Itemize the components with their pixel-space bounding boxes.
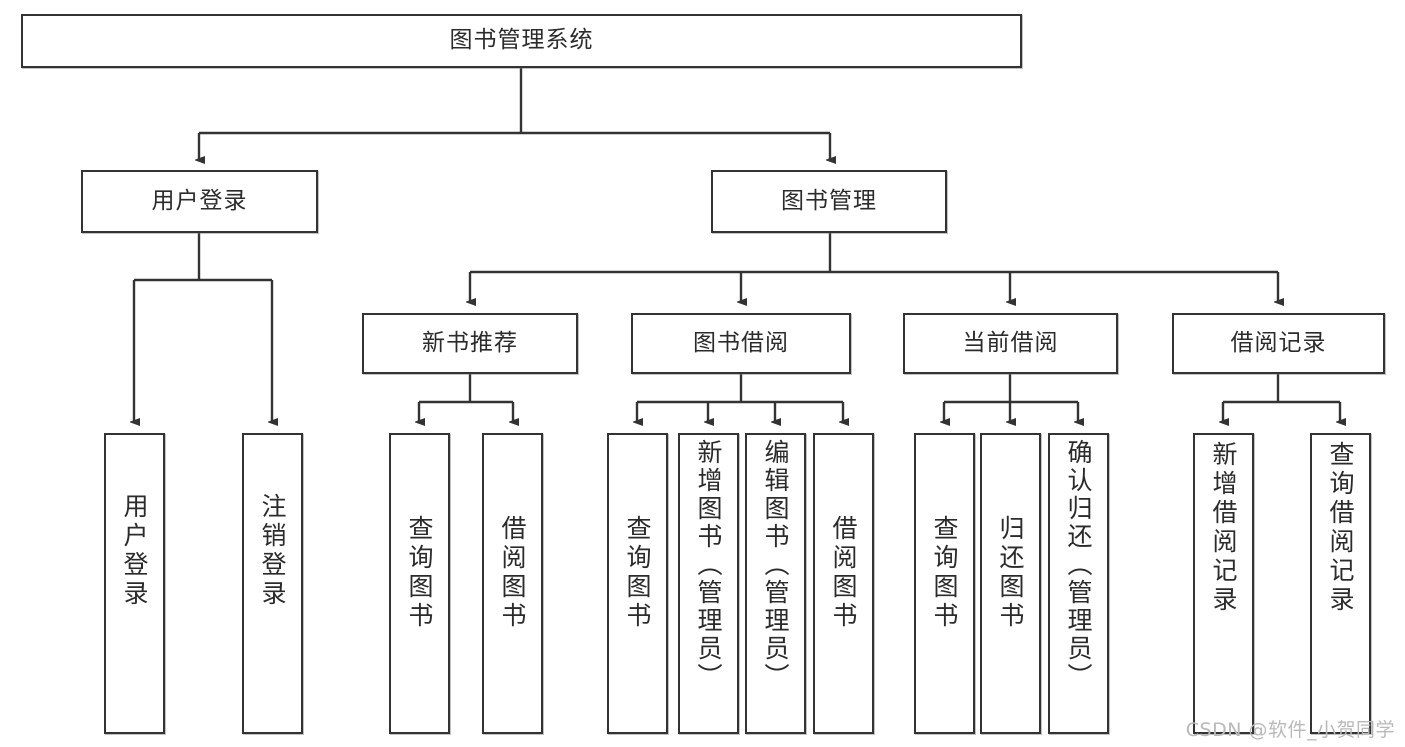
node-user-login[interactable]: 用户登录 bbox=[81, 170, 318, 233]
node-label: 新增借阅记录 bbox=[1209, 441, 1238, 615]
leaf-query-books-current[interactable]: 查询图书 bbox=[914, 433, 975, 734]
node-label: 借阅记录 bbox=[1230, 329, 1327, 356]
node-label: 当前借阅 bbox=[962, 329, 1059, 356]
leaf-add-book-admin[interactable]: 新增图书（管理员） bbox=[678, 433, 739, 734]
node-current-borrowing[interactable]: 当前借阅 bbox=[903, 313, 1118, 374]
leaf-query-books-newbook[interactable]: 查询图书 bbox=[389, 433, 450, 734]
leaf-return-books[interactable]: 归还图书 bbox=[980, 433, 1041, 734]
node-label: 图书管理 bbox=[781, 187, 877, 214]
node-label: 新增图书（管理员） bbox=[694, 439, 723, 691]
node-label: 图书管理系统 bbox=[449, 27, 594, 54]
node-label: 编辑图书（管理员） bbox=[761, 439, 790, 691]
node-book-management[interactable]: 图书管理 bbox=[711, 170, 947, 233]
leaf-query-books-borrowing[interactable]: 查询图书 bbox=[607, 433, 668, 734]
leaf-logout[interactable]: 注销登录 bbox=[242, 433, 303, 734]
node-label: 确认归还（管理员） bbox=[1064, 439, 1093, 691]
node-label: 新书推荐 bbox=[422, 329, 518, 356]
node-label: 归还图书 bbox=[996, 515, 1025, 631]
node-label: 借阅图书 bbox=[829, 515, 858, 631]
node-label: 查询借阅记录 bbox=[1326, 441, 1355, 615]
node-label: 注销登录 bbox=[258, 493, 287, 609]
node-label: 查询图书 bbox=[930, 515, 959, 631]
node-label: 图书借阅 bbox=[693, 329, 789, 356]
node-label: 用户登录 bbox=[120, 493, 149, 609]
leaf-query-borrow-record[interactable]: 查询借阅记录 bbox=[1310, 433, 1371, 734]
node-label: 查询图书 bbox=[405, 515, 434, 631]
node-borrowing-records[interactable]: 借阅记录 bbox=[1172, 313, 1385, 374]
leaf-edit-book-admin[interactable]: 编辑图书（管理员） bbox=[745, 433, 806, 734]
leaf-add-borrow-record[interactable]: 新增借阅记录 bbox=[1193, 433, 1254, 734]
node-label: 查询图书 bbox=[623, 515, 652, 631]
leaf-confirm-return-admin[interactable]: 确认归还（管理员） bbox=[1048, 433, 1109, 734]
leaf-user-login[interactable]: 用户登录 bbox=[104, 433, 165, 734]
leaf-borrow-books-borrowing[interactable]: 借阅图书 bbox=[813, 433, 874, 734]
node-new-book-recommendation[interactable]: 新书推荐 bbox=[362, 313, 578, 374]
node-label: 用户登录 bbox=[151, 187, 248, 214]
node-book-borrowing[interactable]: 图书借阅 bbox=[631, 313, 851, 374]
node-label: 借阅图书 bbox=[498, 515, 527, 631]
node-root-book-management-system[interactable]: 图书管理系统 bbox=[21, 14, 1022, 68]
leaf-borrow-books-newbook[interactable]: 借阅图书 bbox=[482, 433, 543, 734]
